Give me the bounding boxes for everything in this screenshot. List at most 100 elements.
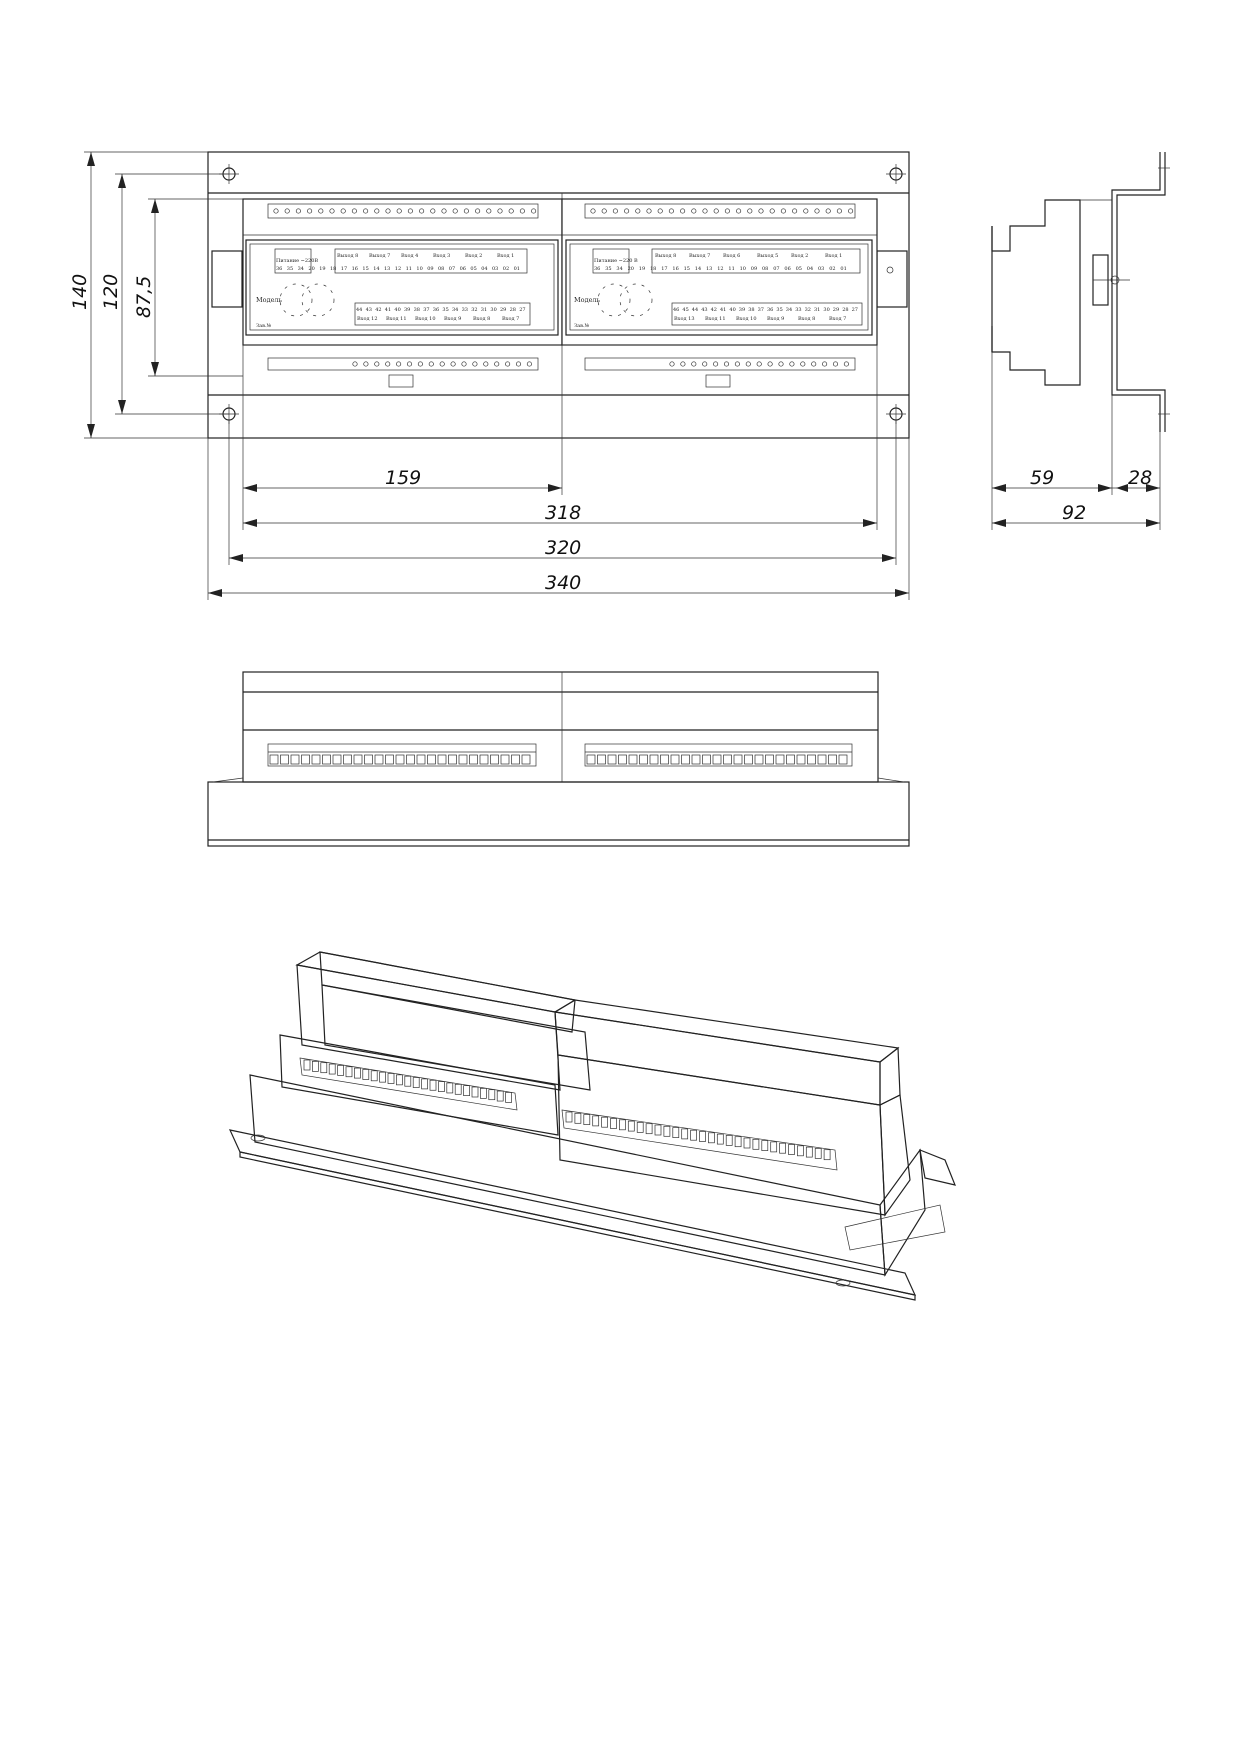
- terminal-group-label: Выход 8: [337, 253, 358, 259]
- terminal-number: 33: [462, 307, 468, 313]
- terminal-screw-icon: [273, 208, 279, 214]
- terminal-number: 41: [385, 307, 391, 313]
- terminal-screw-icon: [723, 361, 730, 367]
- terminal-number: 07: [449, 266, 455, 272]
- terminal-block-icon: [725, 1135, 733, 1146]
- terminal-number: 37: [423, 307, 429, 313]
- terminal-block-icon: [387, 1073, 395, 1084]
- terminal-block-icon: [364, 754, 373, 765]
- terminal-group-label: Вход 8: [473, 316, 490, 322]
- terminal-number: 12: [717, 266, 723, 272]
- terminal-number: 11: [728, 266, 734, 272]
- terminal-block-icon: [312, 1060, 319, 1072]
- terminal-number: 44: [356, 307, 362, 313]
- terminal-group-label: Выход 7: [369, 253, 390, 259]
- front-dimensions: 159 318 320 340 140 120: [69, 151, 910, 600]
- terminal-block-icon: [463, 1085, 470, 1097]
- terminal-number: 38: [414, 307, 420, 313]
- terminal-number: 36: [767, 307, 773, 313]
- terminal-screw-icon: [340, 208, 346, 214]
- terminal-screw-icon: [800, 361, 806, 367]
- terminal-strip-top: [584, 203, 856, 219]
- dim-320: 320: [545, 537, 581, 559]
- terminal-number: 35: [776, 307, 782, 313]
- terminal-screw-icon: [803, 208, 809, 214]
- terminal-block-icon: [469, 754, 478, 765]
- model-label-left: Модель: [256, 296, 283, 304]
- terminal-block-icon: [734, 1136, 742, 1148]
- terminal-block-icon: [479, 754, 489, 765]
- terminal-screw-icon: [329, 208, 335, 214]
- terminal-block-icon: [723, 754, 732, 765]
- terminal-number: 04: [481, 266, 487, 272]
- terminal-screw-icon: [724, 208, 730, 214]
- terminal-block-icon: [446, 1082, 454, 1094]
- terminal-number: 08: [438, 266, 444, 272]
- terminal-block-icon: [480, 1087, 487, 1099]
- terminal-number: 42: [375, 307, 381, 313]
- terminal-block-icon: [691, 754, 701, 765]
- terminal-screw-icon: [452, 208, 458, 214]
- terminal-screw-icon: [363, 208, 369, 214]
- terminal-number: 15: [362, 266, 368, 272]
- terminal-screw-icon: [374, 361, 380, 367]
- terminal-group-label: Вход 13: [674, 316, 695, 322]
- terminal-block-icon: [303, 1059, 311, 1071]
- terminal-screw-icon: [441, 208, 447, 214]
- terminal-number: 35: [605, 266, 611, 272]
- dim-28: 28: [1128, 467, 1152, 489]
- terminal-screw-icon: [702, 208, 708, 214]
- terminal-block-icon: [437, 754, 447, 765]
- terminal-number: 19: [639, 266, 645, 272]
- terminal-block-icon: [627, 1120, 635, 1132]
- terminal-group-label: Вход 6: [723, 253, 740, 259]
- dim-159: 159: [385, 467, 421, 489]
- terminal-group-label: Вход 4: [401, 253, 418, 259]
- terminal-screw-icon: [758, 208, 764, 214]
- terminal-block-icon: [807, 754, 816, 765]
- dim-87-5: 87,5: [133, 276, 155, 318]
- terminal-screw-icon: [486, 208, 492, 214]
- terminal-screw-icon: [494, 361, 500, 367]
- terminal-number: 34: [616, 266, 622, 272]
- terminal-number: 33: [795, 307, 801, 313]
- terminal-block-icon: [814, 1148, 822, 1159]
- terminal-screw-icon: [822, 361, 828, 367]
- terminal-screw-icon: [780, 208, 786, 214]
- terminal-screw-icon: [635, 208, 641, 214]
- terminal-number: 16: [672, 266, 678, 272]
- terminal-number: 45: [682, 307, 688, 313]
- terminal-block-icon: [458, 754, 468, 765]
- terminal-number: 15: [684, 266, 690, 272]
- terminal-block-icon: [353, 754, 363, 765]
- terminal-number: 14: [373, 266, 379, 272]
- terminal-screw-icon: [832, 361, 839, 367]
- terminal-block-icon: [817, 754, 827, 765]
- terminal-number: 27: [852, 307, 858, 313]
- terminal-screw-icon: [843, 361, 849, 367]
- terminal-screw-icon: [691, 361, 697, 367]
- terminal-number: 10: [740, 266, 746, 272]
- terminal-number: 36: [594, 266, 600, 272]
- terminal-block-icon: [636, 1122, 644, 1133]
- terminal-number: 35: [287, 266, 293, 272]
- terminal-number: 29: [833, 307, 839, 313]
- terminal-block-icon: [505, 1092, 512, 1103]
- terminal-block-icon: [670, 754, 680, 765]
- terminal-number: 13: [384, 266, 390, 272]
- terminal-block-icon: [765, 754, 774, 765]
- terminal-number: 02: [829, 266, 835, 272]
- terminal-number: 38: [748, 307, 754, 313]
- terminal-block-icon: [574, 1112, 582, 1124]
- terminal-number: 17: [341, 266, 347, 272]
- terminal-number: 20: [628, 266, 634, 272]
- terminal-number: 36: [276, 266, 282, 272]
- terminal-screw-icon: [284, 208, 290, 214]
- terminal-number: 09: [751, 266, 757, 272]
- terminal-screw-icon: [417, 361, 423, 367]
- terminal-block-icon: [654, 1124, 662, 1136]
- terminal-block-icon: [280, 754, 289, 765]
- terminal-block-icon: [404, 1075, 412, 1087]
- terminal-strip-top: [267, 203, 539, 219]
